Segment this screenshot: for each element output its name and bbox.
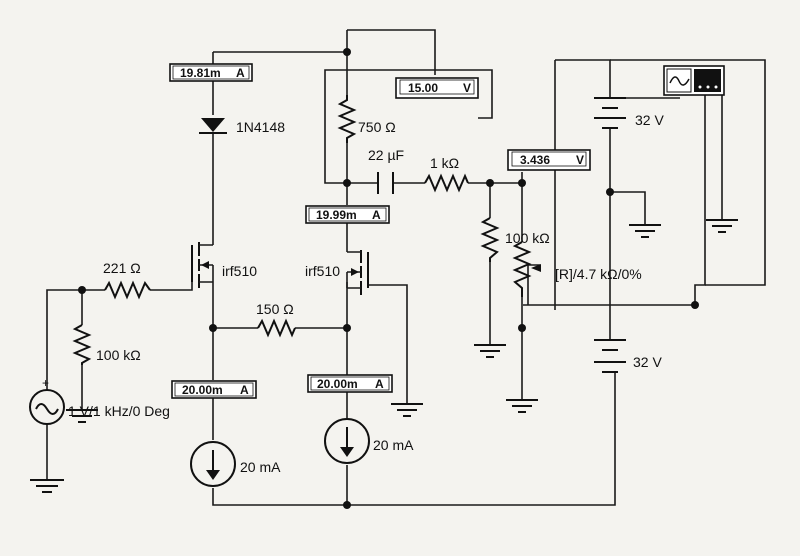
- current-source-right[interactable]: 20 mA: [324, 418, 414, 464]
- ac-source[interactable]: + 1 V/1 kHz/0 Deg: [29, 376, 170, 425]
- ammeter-center[interactable]: 19.99m A: [305, 205, 390, 224]
- ammeter-left-source-unit: A: [240, 383, 249, 397]
- ammeter-left-source[interactable]: 20.00m A: [171, 380, 257, 399]
- battery-bottom[interactable]: 32 V: [594, 339, 662, 373]
- voltmeter-output-value: 3.436: [520, 153, 550, 167]
- voltmeter-drain-unit: V: [463, 81, 471, 95]
- current-source-left[interactable]: 20 mA: [190, 441, 281, 487]
- oscilloscope[interactable]: [663, 65, 725, 96]
- ammeter-center-unit: A: [372, 208, 381, 222]
- voltmeter-output[interactable]: 3.436 V: [507, 149, 591, 171]
- oscilloscope-icon: [669, 76, 690, 86]
- ground-icon: [706, 219, 738, 233]
- ammeter-diode[interactable]: 19.81m A: [169, 63, 253, 82]
- voltmeter-drain[interactable]: 15.00 V: [395, 77, 479, 99]
- potentiometer[interactable]: [R]/4.7 kΩ/0%: [512, 241, 642, 297]
- battery-top[interactable]: 32 V: [594, 97, 664, 129]
- battery-top-label: 32 V: [635, 112, 664, 128]
- voltmeter-output-unit: V: [576, 153, 584, 167]
- ground-icon: [66, 409, 98, 423]
- resistor-150[interactable]: 150 Ω: [256, 301, 296, 338]
- ground-icon: [506, 399, 538, 413]
- ammeter-diode-unit: A: [236, 66, 245, 80]
- junction-dots: [78, 48, 699, 509]
- ground-icon: [629, 224, 661, 238]
- mosfet-right-label: irf510: [305, 263, 340, 279]
- ammeter-left-source-value: 20.00m: [182, 383, 223, 397]
- ammeter-right-source[interactable]: 20.00m A: [307, 374, 393, 393]
- resistor-221[interactable]: 221 Ω: [103, 260, 151, 300]
- resistor-100k-load-label: 100 kΩ: [505, 230, 550, 246]
- ammeter-center-value: 19.99m: [316, 208, 357, 222]
- resistor-750[interactable]: 750 Ω: [337, 95, 396, 143]
- plus-icon: +: [42, 376, 49, 390]
- battery-bottom-label: 32 V: [633, 354, 662, 370]
- resistor-100k-bias-label: 100 kΩ: [96, 347, 141, 363]
- diode-label: 1N4148: [236, 119, 285, 135]
- ammeter-right-source-unit: A: [375, 377, 384, 391]
- wires: [46, 29, 766, 506]
- ammeter-diode-value: 19.81m: [180, 66, 221, 80]
- mosfet-left[interactable]: irf510: [191, 242, 257, 288]
- resistor-100k-bias[interactable]: 100 kΩ: [72, 324, 141, 365]
- current-source-right-label: 20 mA: [373, 437, 414, 453]
- capacitor-22uf[interactable]: 22 µF: [368, 147, 404, 194]
- voltmeter-drain-value: 15.00: [408, 81, 438, 95]
- capacitor-label: 22 µF: [368, 147, 404, 163]
- resistor-750-label: 750 Ω: [358, 119, 396, 135]
- ground-icon: [391, 403, 423, 417]
- ac-source-label: 1 V/1 kHz/0 Deg: [68, 403, 170, 419]
- diode-1n4148[interactable]: 1N4148: [199, 118, 285, 135]
- resistor-100k-load[interactable]: 100 kΩ: [480, 217, 550, 262]
- mosfet-left-label: irf510: [222, 263, 257, 279]
- mosfet-right[interactable]: irf510: [305, 250, 369, 295]
- resistor-150-label: 150 Ω: [256, 301, 294, 317]
- current-source-left-label: 20 mA: [240, 459, 281, 475]
- resistor-221-label: 221 Ω: [103, 260, 141, 276]
- resistor-1k[interactable]: 1 kΩ: [424, 155, 469, 193]
- ground-icon: [474, 344, 506, 358]
- potentiometer-label: [R]/4.7 kΩ/0%: [555, 266, 642, 282]
- resistor-1k-label: 1 kΩ: [430, 155, 459, 171]
- ammeter-right-source-value: 20.00m: [317, 377, 358, 391]
- ground-icon: [30, 479, 64, 493]
